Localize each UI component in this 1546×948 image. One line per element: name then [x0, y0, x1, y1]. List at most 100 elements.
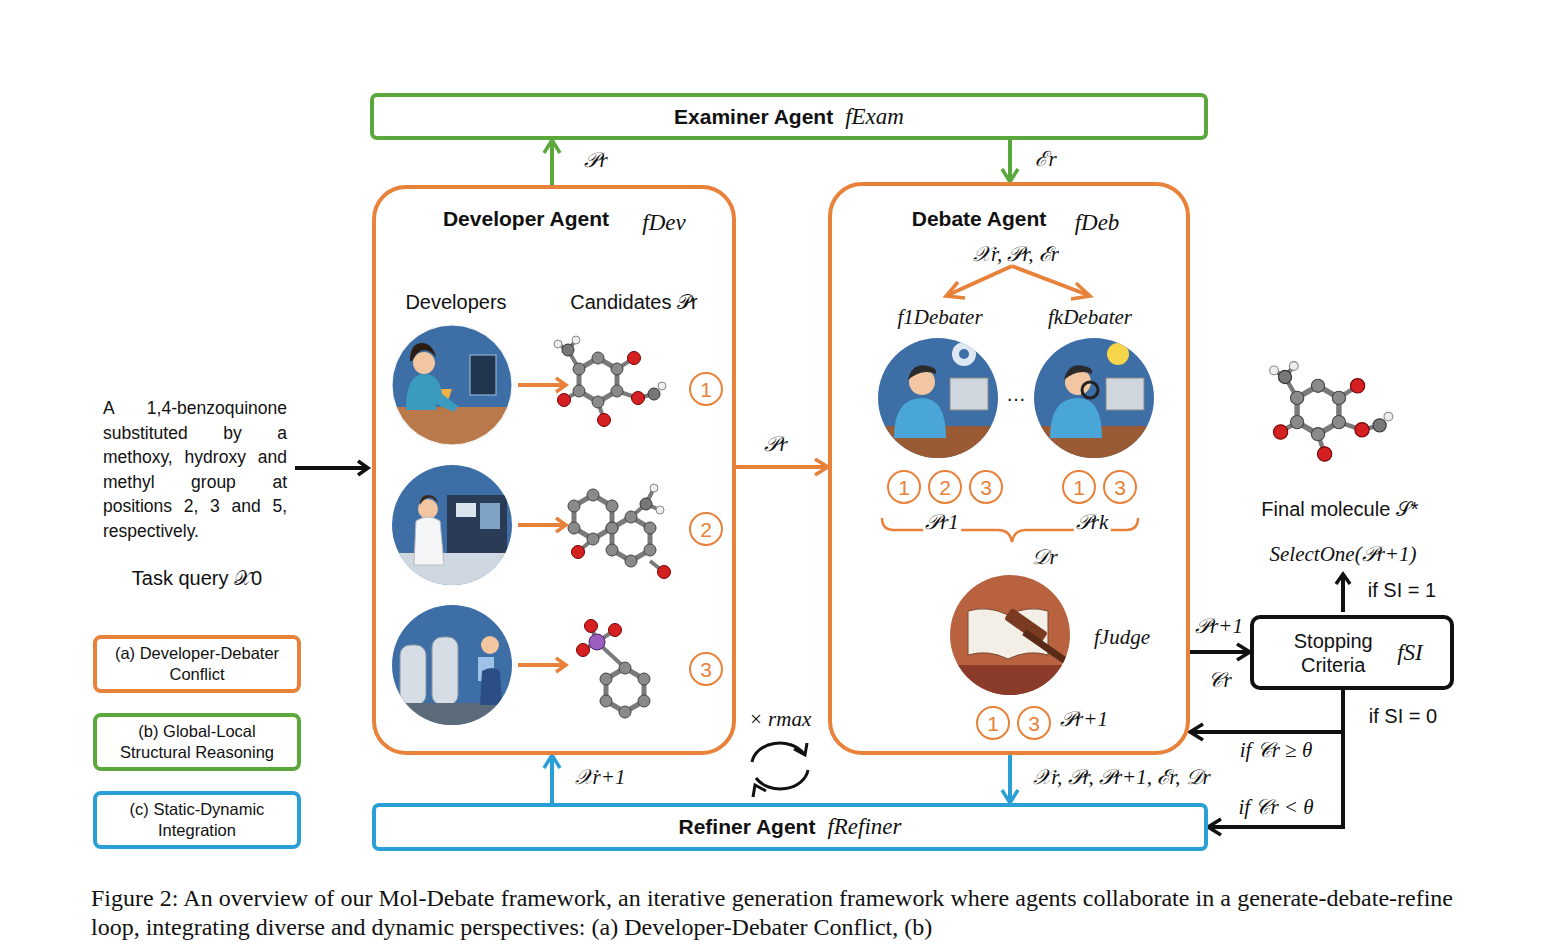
connector	[544, 140, 560, 185]
number-circle: 3	[1017, 706, 1051, 740]
box-content: Refiner Agent fRefiner	[376, 807, 1204, 847]
agent-title: Stopping Criteria	[1281, 629, 1385, 677]
annotation: 𝒫r+1	[1193, 614, 1245, 639]
callout-number: 1	[1073, 477, 1085, 498]
edge-label: if 𝒞r ≥ θ	[1237, 738, 1315, 763]
annotation: if SI = 1	[1366, 579, 1438, 602]
legend-swatch: (c) Static-Dynamic Integration	[93, 791, 301, 849]
annotation: 𝒫r1	[923, 510, 961, 535]
connector-line	[1210, 690, 1343, 827]
connector	[1208, 690, 1343, 835]
number-circle: 2	[928, 470, 962, 504]
annotation: SelectOne(𝒫r+1)	[1268, 542, 1419, 567]
annotation: fJudge	[1092, 625, 1152, 650]
arrowhead	[544, 755, 560, 768]
annotation: 𝒫rk	[1074, 510, 1111, 535]
number-wrap: 3	[971, 472, 1001, 502]
edge-label: 𝒫r	[581, 148, 610, 173]
number-wrap: 2	[691, 514, 721, 544]
number-circle: 1	[689, 372, 723, 406]
agent-box: Stopping Criteria fSI	[1250, 615, 1454, 690]
box-content: Stopping Criteria fSI	[1254, 619, 1450, 686]
number-wrap: 3	[1105, 472, 1135, 502]
arrowhead	[1237, 644, 1250, 660]
number-wrap: 1	[889, 472, 919, 502]
connector	[1002, 140, 1018, 182]
legend-swatch: (b) Global-Local Structural Reasoning	[93, 713, 301, 771]
arrowhead	[1002, 790, 1018, 803]
arrowhead	[1002, 169, 1018, 182]
number-wrap: 1	[978, 708, 1008, 738]
figure-caption: Figure 2: An overview of our Mol-Debate …	[91, 884, 1453, 942]
arrowhead	[1190, 724, 1203, 740]
connector-line	[550, 142, 554, 185]
agent-symbol: fDeb	[1075, 210, 1120, 236]
section-label: Candidates 𝒫r	[570, 291, 697, 314]
agent-title: Debate Agent	[912, 207, 1047, 231]
connector-line	[1008, 755, 1012, 801]
annotation: Task query 𝒳0	[130, 567, 264, 590]
connector-line	[550, 757, 554, 803]
connector	[1190, 644, 1250, 660]
number-circle: 3	[689, 652, 723, 686]
section-label: Developers	[405, 291, 506, 314]
annotation: fkDebater	[1046, 305, 1134, 330]
connector	[1002, 755, 1018, 803]
connector-line	[1008, 140, 1012, 180]
callout-number: 3	[700, 659, 712, 680]
agent-box: Refiner Agent fRefiner	[372, 803, 1208, 851]
callout-number: 3	[1028, 713, 1040, 734]
edge-label: ℰr	[1032, 144, 1059, 172]
edge-label: 𝒳r+1	[572, 765, 629, 790]
edge-label: 𝒫r	[761, 432, 790, 457]
agent-title: Refiner Agent	[679, 815, 816, 839]
annotation: f1Debater	[895, 305, 984, 330]
number-wrap: 3	[1019, 708, 1049, 738]
legend-text: (b) Global-Local Structural Reasoning	[102, 721, 292, 764]
number-circle: 1	[1062, 470, 1096, 504]
legend-text: (c) Static-Dynamic Integration	[102, 799, 292, 842]
callout-number: 3	[980, 477, 992, 498]
agent-title: Examiner Agent	[674, 105, 833, 129]
connector-line	[1192, 690, 1343, 732]
annotation: if SI = 0	[1367, 705, 1439, 728]
callout-number: 2	[939, 477, 951, 498]
agent-symbol: fExam	[845, 104, 904, 130]
callout-number: 1	[987, 713, 999, 734]
legend-swatch: (a) Developer-Debater Conflict	[93, 635, 301, 693]
arrowhead	[1208, 819, 1221, 835]
arrowhead	[544, 140, 560, 153]
box-content: Examiner Agent fExam	[374, 97, 1204, 136]
annotation: Final molecule 𝒮*	[1259, 498, 1420, 521]
callout-number: 1	[898, 477, 910, 498]
arrowhead	[815, 459, 828, 475]
legend-text: (a) Developer-Debater Conflict	[102, 643, 292, 686]
connector	[736, 459, 828, 475]
annotation: × rmax	[747, 707, 814, 732]
annotation: 𝒞r	[1206, 668, 1233, 693]
connector-line	[736, 465, 826, 469]
agent-symbol: fSI	[1397, 640, 1423, 666]
section-label: 𝒳r, 𝒫r, ℰr	[973, 242, 1059, 267]
edge-label: 𝒳r, 𝒫r, 𝒫r+1, ℰr, 𝒟r	[1030, 765, 1214, 790]
number-circle: 3	[1103, 470, 1137, 504]
agent-box: Debate Agent fDeb𝒳r, 𝒫r, ℰr 1 2 3 1 3 1 3	[828, 182, 1190, 755]
callout-number: 2	[700, 519, 712, 540]
number-circle: 2	[689, 512, 723, 546]
connector	[1190, 690, 1343, 740]
number-circle: 3	[969, 470, 1003, 504]
number-circle: 1	[976, 706, 1010, 740]
annotation: 𝒫r+1	[1058, 707, 1110, 732]
connector-line	[1190, 650, 1248, 654]
agent-symbol: fRefiner	[827, 814, 901, 840]
agent-symbol: fDev	[642, 210, 685, 236]
annotation: …	[1004, 383, 1028, 406]
agent-box: Developer Agent fDevDevelopers Candidates …	[372, 185, 736, 755]
number-wrap: 1	[1064, 472, 1094, 502]
number-wrap: 2	[930, 472, 960, 502]
agent-box: Examiner Agent fExam	[370, 93, 1208, 140]
agent-title: Developer Agent	[443, 207, 609, 231]
number-circle: 1	[887, 470, 921, 504]
callout-number: 3	[1114, 477, 1126, 498]
